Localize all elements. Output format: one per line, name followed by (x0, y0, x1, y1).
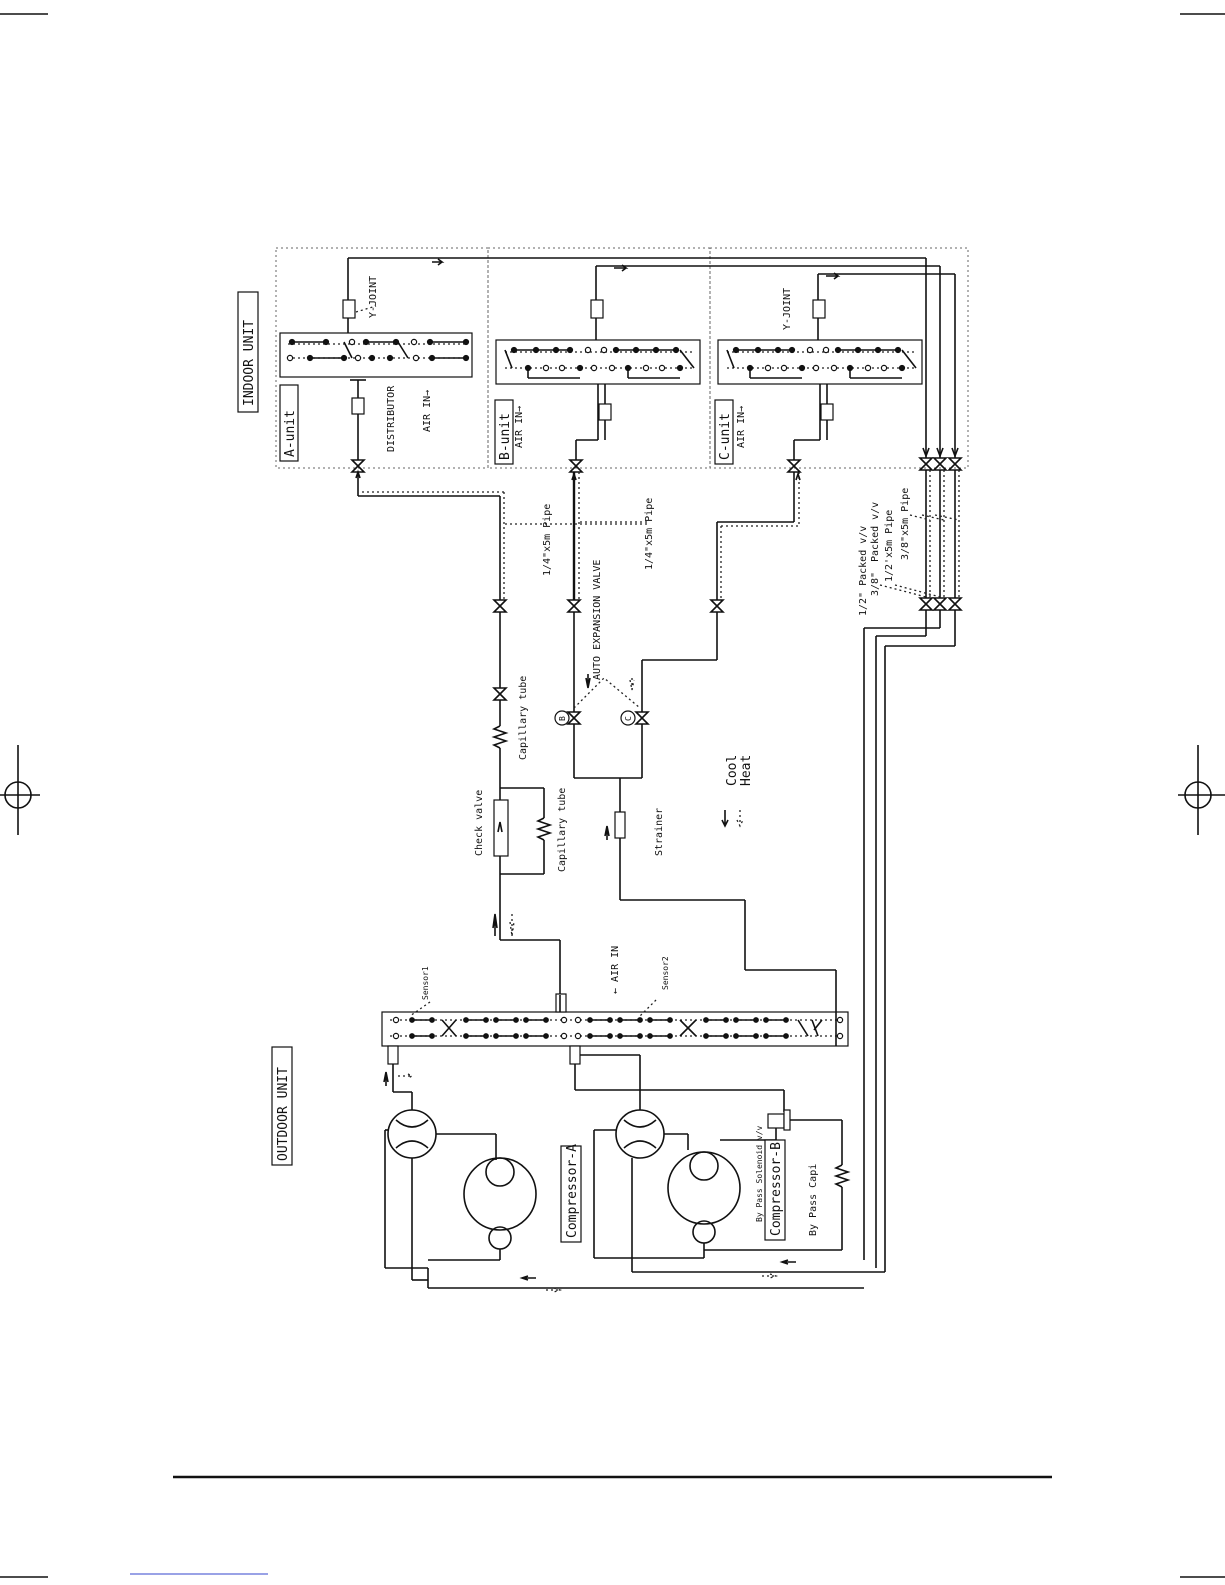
indoor-unit-title: INDOOR UNIT (237, 291, 259, 413)
outdoor-unit-title: OUTDOOR UNIT (271, 1046, 293, 1166)
indoor-valves (350, 457, 963, 473)
a-unit-tag: A-unit (279, 384, 299, 462)
y-joint-label-c: Y-JOINT (782, 288, 793, 330)
compressor-b-label: Compressor-B (769, 1142, 784, 1236)
b-unit-label: B-unit (498, 413, 513, 460)
compressor-a: Compressor-A (383, 1064, 864, 1293)
bypass-solenoid-label: By Pass Solenoid v/v (755, 1125, 764, 1222)
capillary-tube-label-1: Capillary tube (518, 676, 529, 760)
packed-three-eighths-a-label: 3/8" (870, 572, 881, 596)
valve-b-label: B (558, 716, 567, 721)
c-unit-label: C-unit (718, 413, 733, 460)
bypass-capi-label: By Pass Capi (808, 1164, 819, 1236)
sensor1-label: Sensor1 (421, 966, 430, 1000)
b-unit-piping: AIR IN→ (514, 264, 940, 460)
distributor-label: DISTRIBUTOR (386, 385, 397, 452)
legend-cool-label: Cool (725, 755, 740, 786)
b-unit-tag: B-unit (494, 399, 514, 465)
legend-heat-label: Heat (739, 755, 754, 786)
liquid-lines (355, 469, 801, 600)
outdoor-connections (580, 1012, 837, 1090)
pipe-quarter-label-1: 1/4"x5m Pipe (542, 504, 553, 576)
check-valve-label: Check valve (474, 790, 485, 856)
compressor-b: Compressor-B By Pass Solenoid v/v By Pas… (574, 1064, 885, 1279)
valve-c-label: C (624, 716, 633, 721)
c-unit-piping: AIR IN→ Y-JOINT (736, 272, 955, 460)
a-unit-piping: DISTRIBUTOR AIR IN→ Y-JOINT (342, 257, 926, 460)
compressor-a-label: Compressor-A (565, 1144, 580, 1238)
y-joint-label-a: Y-JOINT (368, 276, 379, 318)
strainer-label: Strainer (654, 808, 665, 856)
sensor2-label: Sensor2 (661, 956, 670, 990)
b-unit-coil (495, 339, 701, 385)
crop-marks (0, 13, 1225, 1578)
a-unit-label: A-unit (283, 410, 298, 457)
gas-lines (863, 258, 963, 1272)
indoor-unit-boxes (275, 247, 969, 469)
c-air-in-label: AIR IN→ (736, 406, 747, 448)
auto-expansion-valve-label: AUTO EXPANSION VALVE (592, 560, 603, 680)
c-unit-coil (717, 339, 923, 385)
packed-half-label: 1/2" Packed v/v (858, 526, 869, 616)
packed-three-eighths-b-label: Packed v/v (870, 502, 881, 562)
pipe-quarter-label-2: 1/4"x5m Pipe (644, 498, 655, 570)
outdoor-coil: Sensor1 Sensor2 ← AIR IN (381, 946, 849, 1065)
flow-legend: Cool Heat (721, 755, 754, 828)
b-air-in-label: AIR IN→ (514, 406, 525, 448)
a-unit-coil (279, 332, 473, 378)
indoor-unit-label: INDOOR UNIT (242, 320, 257, 406)
a-branch: Capillary tube Check valve Capillary tub… (474, 612, 568, 995)
outdoor-unit-label: OUTDOOR UNIT (276, 1067, 291, 1161)
pipe-half-label: 1/2'x5m Pipe (884, 510, 895, 582)
expansion-valves: B C Strainer (554, 612, 837, 1012)
a-air-in-label: AIR IN→ (422, 390, 433, 432)
outdoor-air-in-label: ← AIR IN (610, 946, 621, 994)
pipe-three-eighths-label: 3/8"x5m Pipe (900, 488, 911, 560)
liquid-line-valves (492, 599, 725, 613)
c-unit-tag: C-unit (714, 399, 734, 465)
capillary-tube-label-2: Capillary tube (557, 788, 568, 872)
